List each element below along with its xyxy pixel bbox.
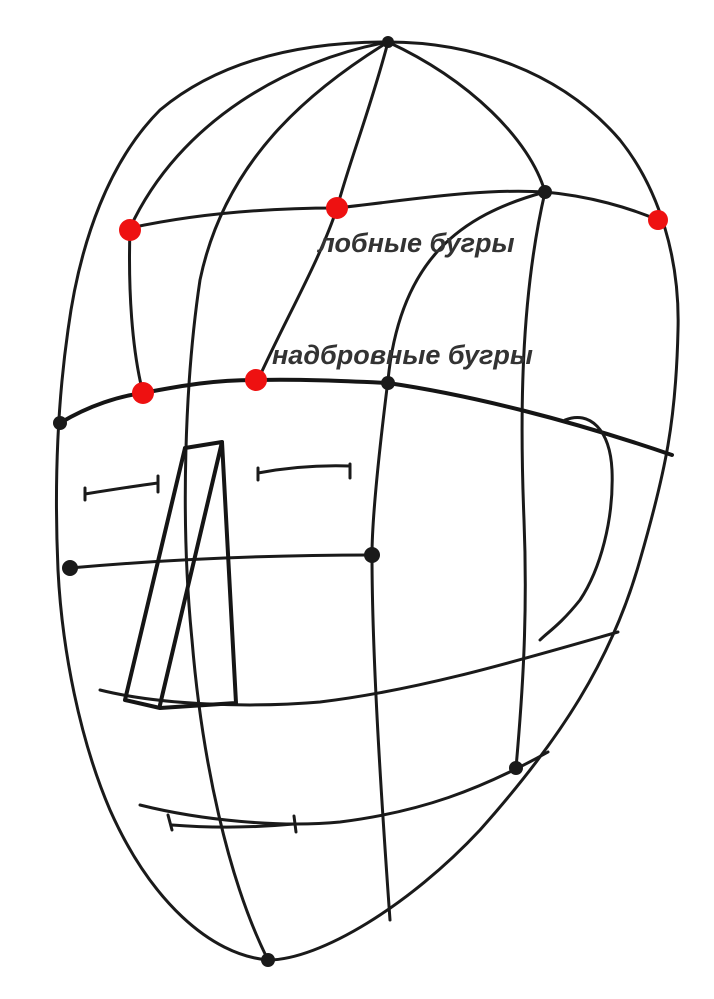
left-frontal-vertical — [130, 42, 388, 228]
nose-wedge — [125, 442, 236, 708]
landmark-side-forehead — [538, 185, 552, 199]
crown-right-vertical — [388, 42, 545, 192]
left-eye-mark — [85, 476, 158, 500]
brow-ridge-center — [245, 369, 267, 391]
frontal-eminence-right — [648, 210, 668, 230]
midline-vertical — [185, 42, 388, 960]
frontal-eminence-left — [119, 219, 141, 241]
frontal-eminence-center — [326, 197, 348, 219]
chin-horizontal — [140, 752, 548, 824]
landmark-crown — [382, 36, 394, 48]
jaw-horizontal — [100, 632, 618, 705]
brow-ridges-label: надбровные бугры — [272, 340, 533, 370]
center-frontal-vertical — [258, 42, 388, 380]
nose-base-horizontal — [70, 555, 372, 568]
frontal-horizontal — [130, 191, 658, 228]
landmark-temple-left — [53, 416, 67, 430]
jaw-right-vertical — [516, 192, 545, 768]
landmark-nose-base-side — [364, 547, 380, 563]
landmark-cheek-left — [62, 560, 78, 576]
left-temple-line — [130, 228, 143, 393]
landmark-jaw-right — [509, 761, 523, 775]
ear-outline — [540, 417, 612, 640]
brow-ridge-left — [132, 382, 154, 404]
frontal-eminences-label: лобные бугры — [316, 228, 515, 258]
right-eye-mark — [258, 464, 350, 480]
head-outline — [56, 42, 678, 960]
landmark-chin — [261, 953, 275, 967]
landmark-brow-side — [381, 376, 395, 390]
